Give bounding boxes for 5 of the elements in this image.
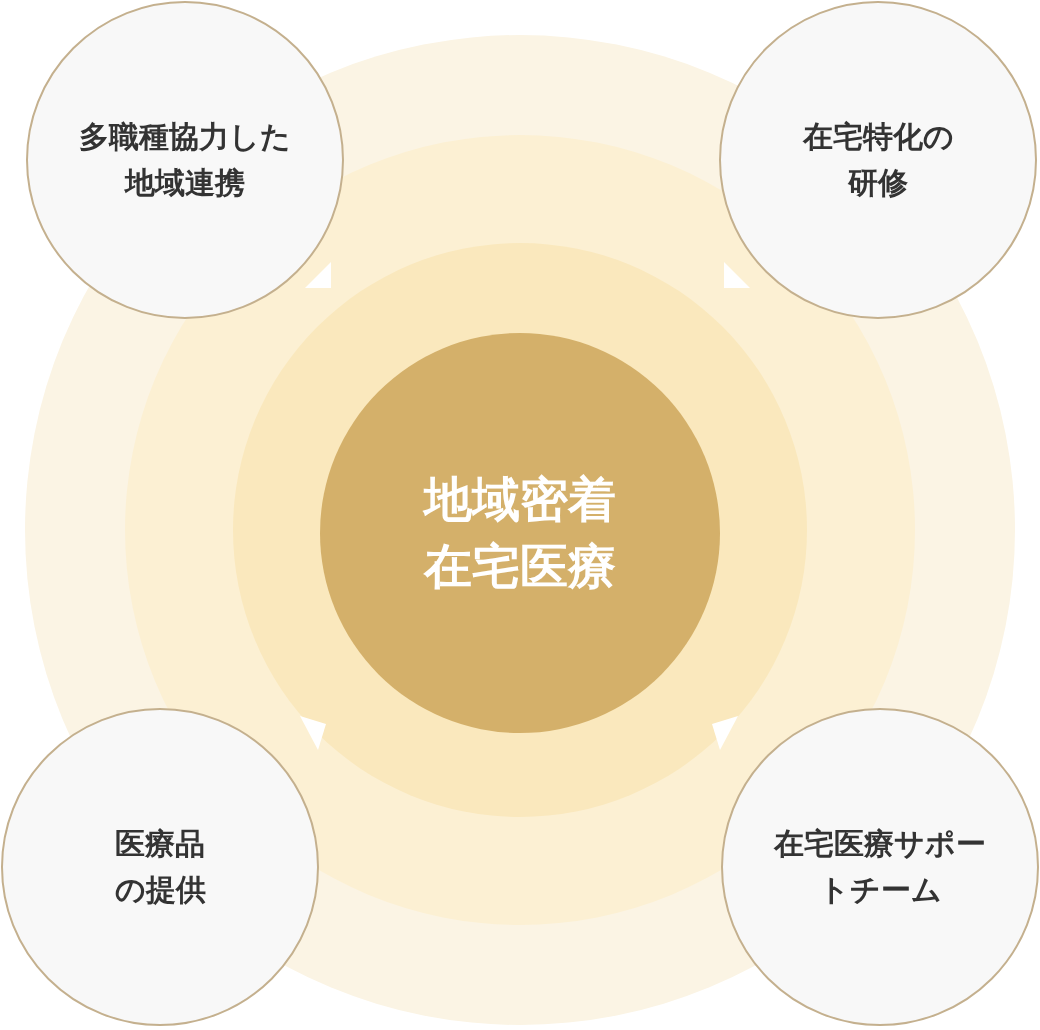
node-label: 医療品の提供 xyxy=(113,824,207,909)
node-label: 在宅医療サポートチーム xyxy=(772,824,987,909)
node-label: 多職種協力した地域連携 xyxy=(78,117,292,202)
node-label: 在宅特化の研修 xyxy=(801,117,955,202)
node-label: 地域密着在宅医療 xyxy=(421,469,617,596)
